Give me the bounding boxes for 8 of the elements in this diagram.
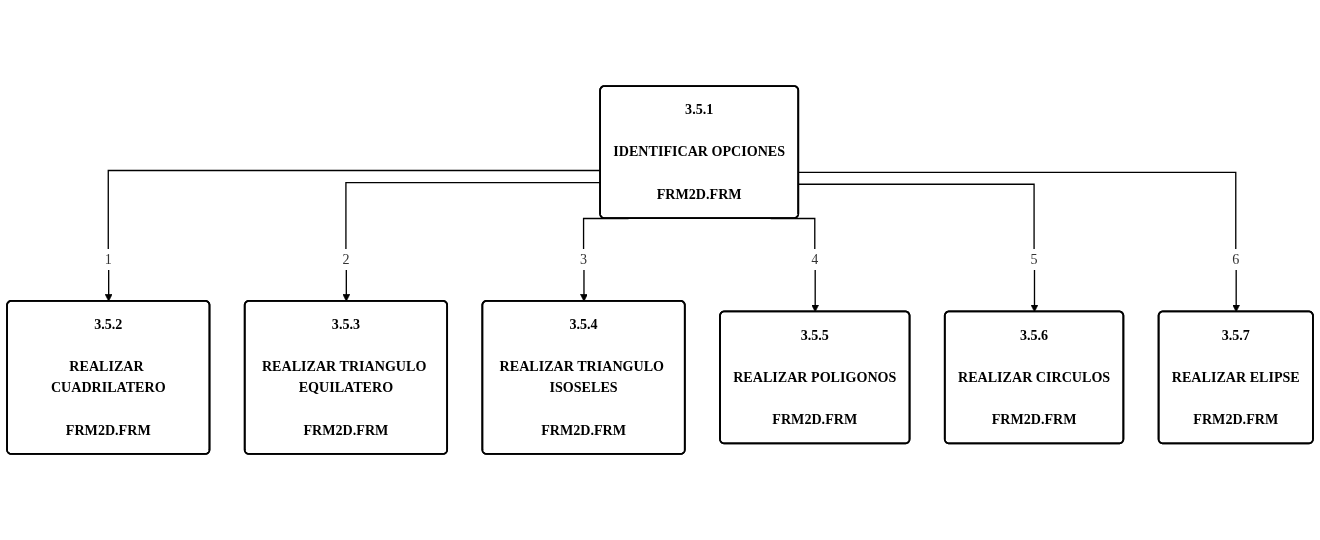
edge-label: 1 bbox=[104, 251, 112, 267]
edge-label: 4 bbox=[811, 251, 819, 267]
edge-label: 5 bbox=[1030, 251, 1038, 267]
edge-label: 2 bbox=[342, 251, 350, 267]
edge-label: 6 bbox=[1232, 251, 1240, 267]
arrow bbox=[798, 183, 1039, 313]
edge-label: 3 bbox=[580, 251, 588, 267]
arrow bbox=[798, 171, 1241, 313]
